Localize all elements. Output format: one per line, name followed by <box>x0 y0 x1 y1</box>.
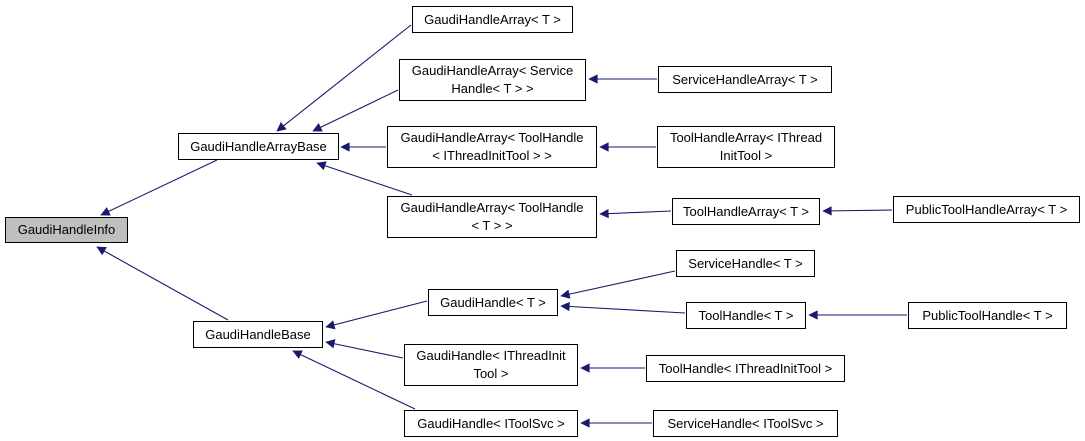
node-label: GaudiHandleArray< Service Handle< T > > <box>411 63 574 96</box>
node-gaudi-handle-info[interactable]: GaudiHandleInfo <box>5 217 128 243</box>
node-tool-handle-ithreadinittool[interactable]: ToolHandle< IThreadInitTool > <box>646 355 845 382</box>
edge-base-info <box>96 246 229 321</box>
edge-publictoolarrayT-toolarrayT <box>822 206 893 216</box>
node-label: ServiceHandleArray< T > <box>672 71 818 87</box>
node-gaudi-handle-ithreadinittool[interactable]: GaudiHandle< IThreadInit Tool > <box>404 344 578 386</box>
node-label: PublicToolHandleArray< T > <box>905 201 1068 217</box>
node-tool-handle-array-t[interactable]: ToolHandleArray< T > <box>672 198 820 225</box>
node-label: GaudiHandle< IToolSvc > <box>417 415 565 431</box>
node-label: GaudiHandleArray< ToolHandle < IThreadIn… <box>400 130 584 163</box>
edge-arrayservice-arraybase <box>312 89 399 132</box>
node-label: GaudiHandleArray< T > <box>424 11 561 27</box>
node-gaudi-handle-t[interactable]: GaudiHandle< T > <box>428 289 558 316</box>
node-gaudi-handle-array-service-handle-t[interactable]: GaudiHandleArray< Service Handle< T > > <box>399 59 586 101</box>
node-gaudi-handle-array-tool-handle-ithreadinittool[interactable]: GaudiHandleArray< ToolHandle < IThreadIn… <box>387 126 597 168</box>
node-service-handle-itoolsvc[interactable]: ServiceHandle< IToolSvc > <box>653 410 838 437</box>
node-label: ToolHandleArray< T > <box>683 203 809 219</box>
edge-toolT-handleT <box>560 301 686 314</box>
node-gaudi-handle-itoolsvc[interactable]: GaudiHandle< IToolSvc > <box>404 410 578 437</box>
node-label: ToolHandle< T > <box>698 307 794 323</box>
node-label: GaudiHandleArray< ToolHandle < T > > <box>400 200 584 233</box>
node-gaudi-handle-base[interactable]: GaudiHandleBase <box>193 321 323 348</box>
node-label: GaudiHandleArrayBase <box>190 138 327 154</box>
node-gaudi-handle-array-tool-handle-t[interactable]: GaudiHandleArray< ToolHandle < T > > <box>387 196 597 238</box>
edge-arraybase-info <box>100 159 218 216</box>
node-tool-handle-t[interactable]: ToolHandle< T > <box>686 302 806 329</box>
edge-serviceT-handleT <box>560 270 676 299</box>
edge-handletoolsvc-base <box>292 350 416 410</box>
node-label: GaudiHandle< T > <box>440 294 546 310</box>
edge-arrayT-arraybase <box>276 24 412 132</box>
node-service-handle-array-t[interactable]: ServiceHandleArray< T > <box>658 66 832 93</box>
node-public-tool-handle-array-t[interactable]: PublicToolHandleArray< T > <box>893 196 1080 223</box>
node-gaudi-handle-array-base[interactable]: GaudiHandleArrayBase <box>178 133 339 160</box>
node-label: GaudiHandleBase <box>205 326 311 342</box>
node-label: ServiceHandle< IToolSvc > <box>667 415 824 431</box>
node-label: GaudiHandle< IThreadInit Tool > <box>416 348 566 381</box>
node-service-handle-t[interactable]: ServiceHandle< T > <box>676 250 815 277</box>
node-gaudi-handle-array-t[interactable]: GaudiHandleArray< T > <box>412 6 573 33</box>
node-label: ServiceHandle< T > <box>688 255 803 271</box>
node-label: PublicToolHandle< T > <box>922 307 1053 323</box>
node-tool-handle-array-ithreadinittool[interactable]: ToolHandleArray< IThread InitTool > <box>657 126 835 168</box>
node-public-tool-handle-t[interactable]: PublicToolHandle< T > <box>908 302 1067 329</box>
node-label: ToolHandleArray< IThread InitTool > <box>669 130 823 163</box>
edge-handleT-base <box>325 300 428 330</box>
edge-handlethread-base <box>325 339 404 359</box>
node-label: ToolHandle< IThreadInitTool > <box>658 360 833 376</box>
edge-toolarrayT-arraytoolT <box>599 208 672 219</box>
node-label: GaudiHandleInfo <box>17 222 116 238</box>
